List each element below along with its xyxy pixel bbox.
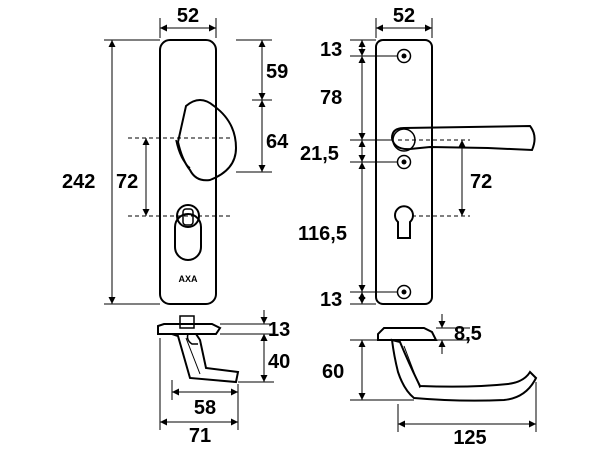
front-knob-segment-label: 64 (266, 131, 289, 153)
front-width-label: 52 (177, 5, 199, 27)
front-plate (159, 39, 217, 305)
screw-middle (396, 154, 412, 170)
back-width-label: 52 (393, 5, 415, 27)
front-dimensions: 52 242 72 59 64 (62, 5, 289, 305)
lever-side-base-label: 8,5 (454, 323, 482, 345)
front-center-distance-label: 72 (116, 171, 138, 193)
front-total-height-label: 242 (62, 171, 95, 193)
lever-side-depth-label: 60 (322, 361, 344, 383)
knob-side-depth-label: 40 (268, 351, 290, 373)
knob-side-dimensions: 13 40 58 71 (159, 310, 290, 447)
lever-handle (390, 124, 536, 152)
back-center-distance-label: 72 (470, 171, 492, 193)
knob-side-71-label: 71 (189, 425, 211, 447)
front-top-segment-label: 59 (266, 61, 288, 83)
knob-profile (171, 333, 240, 384)
front-plate-view: AXA (128, 39, 238, 305)
knob-side-view (157, 315, 240, 384)
screw-bottom (396, 284, 412, 300)
screw-top (396, 48, 412, 64)
back-lower-segment-label: 116,5 (298, 223, 347, 245)
knob-base-arc (175, 139, 191, 169)
lever-length-label: 125 (453, 427, 486, 449)
back-handle-offset-label: 21,5 (300, 143, 339, 165)
lever-side-dimensions: 8,5 60 125 (322, 314, 537, 449)
back-top-segment-label: 78 (320, 87, 342, 109)
keyhole (394, 205, 414, 239)
brand-logo: AXA (178, 274, 198, 284)
back-plate (375, 39, 433, 305)
cylinder-guard (174, 204, 202, 261)
back-bottom-screw-label: 13 (320, 289, 342, 311)
security-knob (176, 99, 238, 182)
knob-side-58-label: 58 (194, 397, 216, 419)
back-plate-view (375, 39, 536, 305)
back-dimensions: 52 13 78 21,5 116,5 13 72 (298, 5, 492, 311)
lever-profile (390, 338, 538, 402)
back-top-screw-label: 13 (320, 39, 342, 61)
knob-side-base-label: 13 (268, 319, 290, 341)
